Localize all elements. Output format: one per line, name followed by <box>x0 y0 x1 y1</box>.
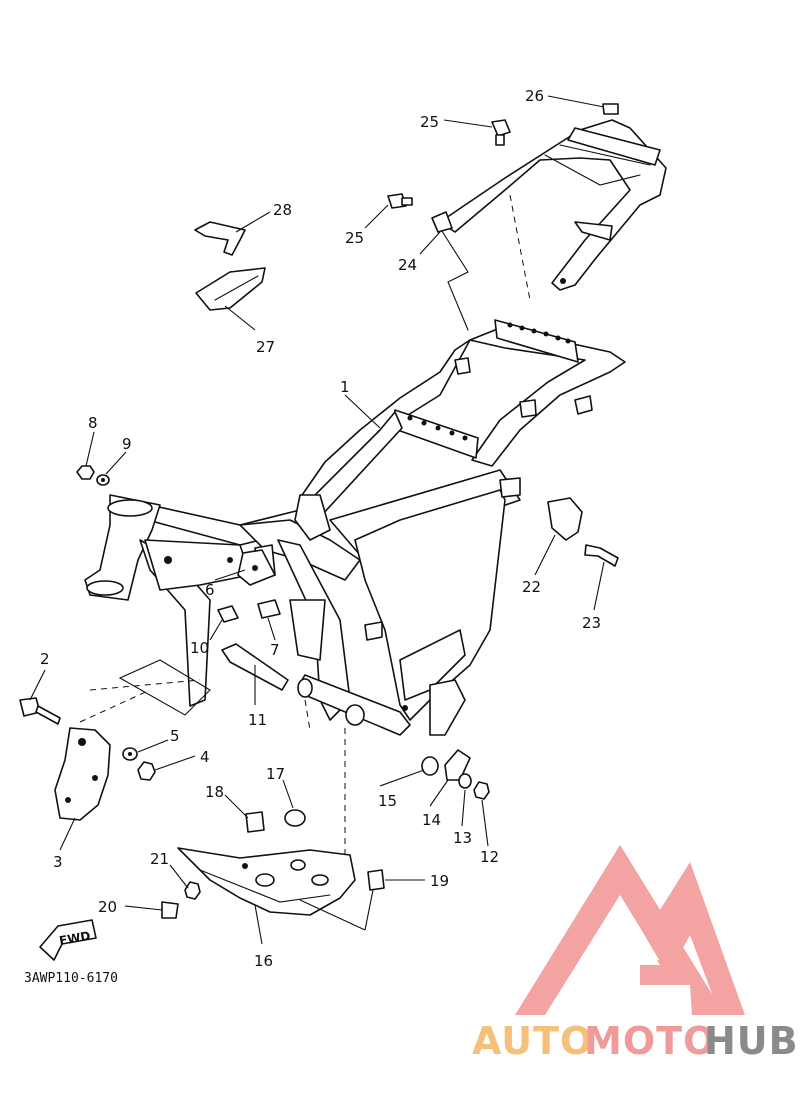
callout-21: 21 <box>150 850 169 868</box>
part-21-nut <box>184 881 201 900</box>
part-16-skid-plate <box>177 847 356 916</box>
callout-17: 17 <box>266 765 285 783</box>
part-3-bracket <box>54 727 111 821</box>
callout-16: 16 <box>254 952 273 970</box>
callout-11: 11 <box>248 711 267 729</box>
callout-18: 18 <box>205 783 224 801</box>
callout-5: 5 <box>170 727 180 745</box>
callout-7: 7 <box>270 641 280 659</box>
callout-25-lower: 25 <box>345 229 364 247</box>
callout-15: 15 <box>378 792 397 810</box>
callout-26: 26 <box>525 87 544 105</box>
callout-3: 3 <box>53 853 63 871</box>
part-10-bolt <box>217 605 239 623</box>
callout-14: 14 <box>422 811 441 829</box>
part-25-bolt-upper <box>491 119 511 146</box>
callout-2: 2 <box>40 650 50 668</box>
part-22-bracket <box>547 497 583 541</box>
watermark-auto: AUTO <box>472 1019 593 1063</box>
part-18-bolt <box>245 811 265 833</box>
part-24-plate <box>431 211 453 233</box>
reference-lines <box>79 194 531 860</box>
watermark-moto: MOTO <box>584 1019 716 1063</box>
part-27-pad <box>195 267 266 311</box>
part-23-bolt <box>584 544 619 567</box>
part-20-bolt <box>161 901 179 919</box>
part-19-bolt <box>367 869 385 891</box>
callout-20: 20 <box>98 898 117 916</box>
callout-25-upper: 25 <box>420 113 439 131</box>
part-code: 3AWP110-6170 <box>24 971 118 986</box>
callout-6: 6 <box>205 581 215 599</box>
part-7-bolt <box>257 599 281 619</box>
part-8-nut <box>76 465 95 480</box>
part-6-bracket <box>237 549 276 586</box>
callout-4: 4 <box>200 748 210 766</box>
callout-1: 1 <box>340 378 350 396</box>
callouts: 26 25 28 25 24 27 1 8 9 6 10 7 11 2 3 5 … <box>40 87 601 970</box>
callout-23: 23 <box>582 614 601 632</box>
watermark-hub: HUB <box>704 1019 799 1063</box>
main-frame <box>84 119 667 736</box>
part-2-bolt <box>19 697 61 725</box>
part-5-washer <box>122 747 138 761</box>
part-17-cap <box>284 809 306 827</box>
callout-10: 10 <box>190 639 209 657</box>
callout-22: 22 <box>522 578 541 596</box>
part-9-washer <box>96 474 110 486</box>
part-26-bolt <box>602 103 619 115</box>
automotohub-logo: AUTO MOTO HUB <box>472 845 799 1063</box>
part-15-collar <box>421 756 439 776</box>
callout-19: 19 <box>430 872 449 890</box>
callout-9: 9 <box>122 435 132 453</box>
part-4-nut <box>137 761 156 781</box>
fwd-label: FWD <box>58 929 91 948</box>
part-12-nut <box>473 781 490 800</box>
callout-8: 8 <box>88 414 98 432</box>
fwd-direction-arrow: FWD <box>39 919 97 961</box>
leader-lines <box>29 95 605 945</box>
part-14-plate <box>444 749 471 781</box>
callout-24: 24 <box>398 256 417 274</box>
callout-27: 27 <box>256 338 275 356</box>
callout-28: 28 <box>273 201 292 219</box>
callout-12: 12 <box>480 848 499 866</box>
callout-13: 13 <box>453 829 472 847</box>
part-28-clip <box>194 221 246 256</box>
part-13-washer <box>458 773 472 789</box>
part-25-bolt-lower <box>387 193 413 209</box>
